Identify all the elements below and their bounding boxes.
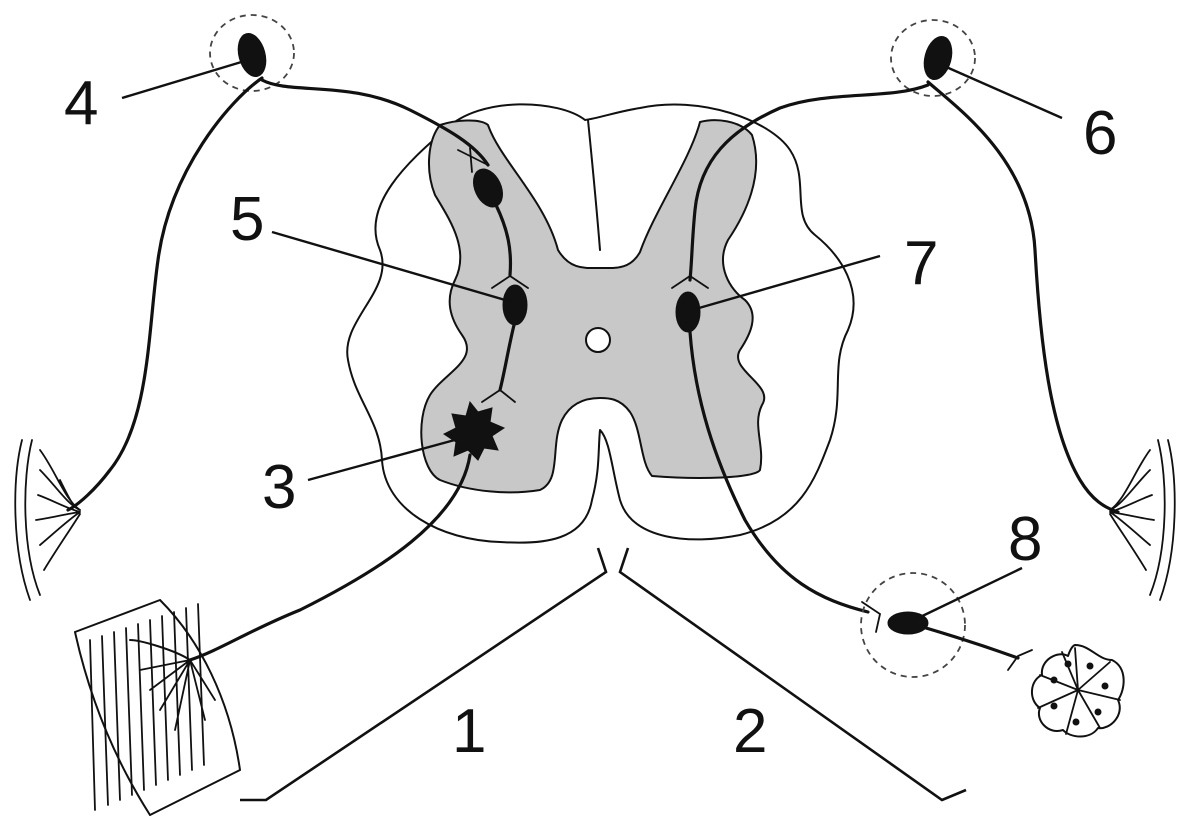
label-8: 8	[1008, 505, 1042, 574]
label-4: 4	[64, 69, 98, 138]
synapse-left-low	[481, 388, 516, 403]
label-2: 2	[733, 697, 767, 766]
leader-8	[913, 566, 1023, 622]
label-1: 1	[452, 697, 486, 766]
interneuron-soma-5	[502, 284, 528, 326]
motor-axon-3	[188, 453, 472, 662]
dorsal-median-septum	[587, 119, 601, 251]
autonomic-preganglionic-axon	[688, 330, 870, 614]
effector-gland	[1031, 644, 1125, 738]
leader-5	[271, 230, 513, 304]
sensory-fiber-6-central	[688, 83, 930, 282]
interneuron-axon-5	[498, 323, 516, 392]
receptor-left-outline	[14, 439, 81, 601]
ganglion-outline-4	[209, 14, 295, 92]
label-7: 7	[904, 229, 938, 298]
synapse-left-mid	[491, 274, 529, 289]
leader-7	[691, 254, 881, 312]
sensory-neuron-soma-4	[237, 32, 267, 78]
gland-lobules	[1037, 647, 1121, 735]
central-canal	[585, 327, 611, 353]
leader-6	[943, 64, 1063, 120]
sensory-neuron-soma-6	[923, 35, 953, 81]
gland-dots	[1050, 660, 1109, 726]
receptor-right-outline	[1109, 439, 1176, 601]
label-6: 6	[1083, 99, 1117, 168]
postganglionic-axon	[924, 626, 1020, 660]
leader-4	[121, 58, 249, 100]
spinal-cord-white-matter	[346, 103, 855, 544]
interneuron-axon-left-top	[494, 203, 513, 277]
sensory-fiber-4-central	[260, 78, 490, 167]
leader-3	[307, 436, 463, 482]
synapse-right-mid	[671, 274, 709, 289]
sensory-fiber-6-peripheral	[926, 80, 1120, 514]
spinal-cord-gray-matter	[420, 119, 766, 494]
synapse-left-top	[457, 147, 489, 173]
effector-muscle-outline	[74, 599, 241, 816]
interneuron-soma-7	[675, 291, 701, 333]
ganglion-outline-6	[890, 19, 976, 97]
synapse-ganglion	[861, 601, 882, 633]
bracket-2	[618, 547, 967, 802]
sensory-fiber-4-peripheral	[66, 76, 264, 512]
synapse-gland	[1007, 649, 1033, 671]
label-3: 3	[262, 453, 296, 522]
motor-neuron-soma-3	[443, 400, 506, 461]
autonomic-ganglion-outline-8	[860, 572, 966, 678]
effector-muscle-fibers	[89, 603, 216, 811]
bracket-1	[240, 547, 608, 802]
label-5: 5	[230, 185, 264, 254]
